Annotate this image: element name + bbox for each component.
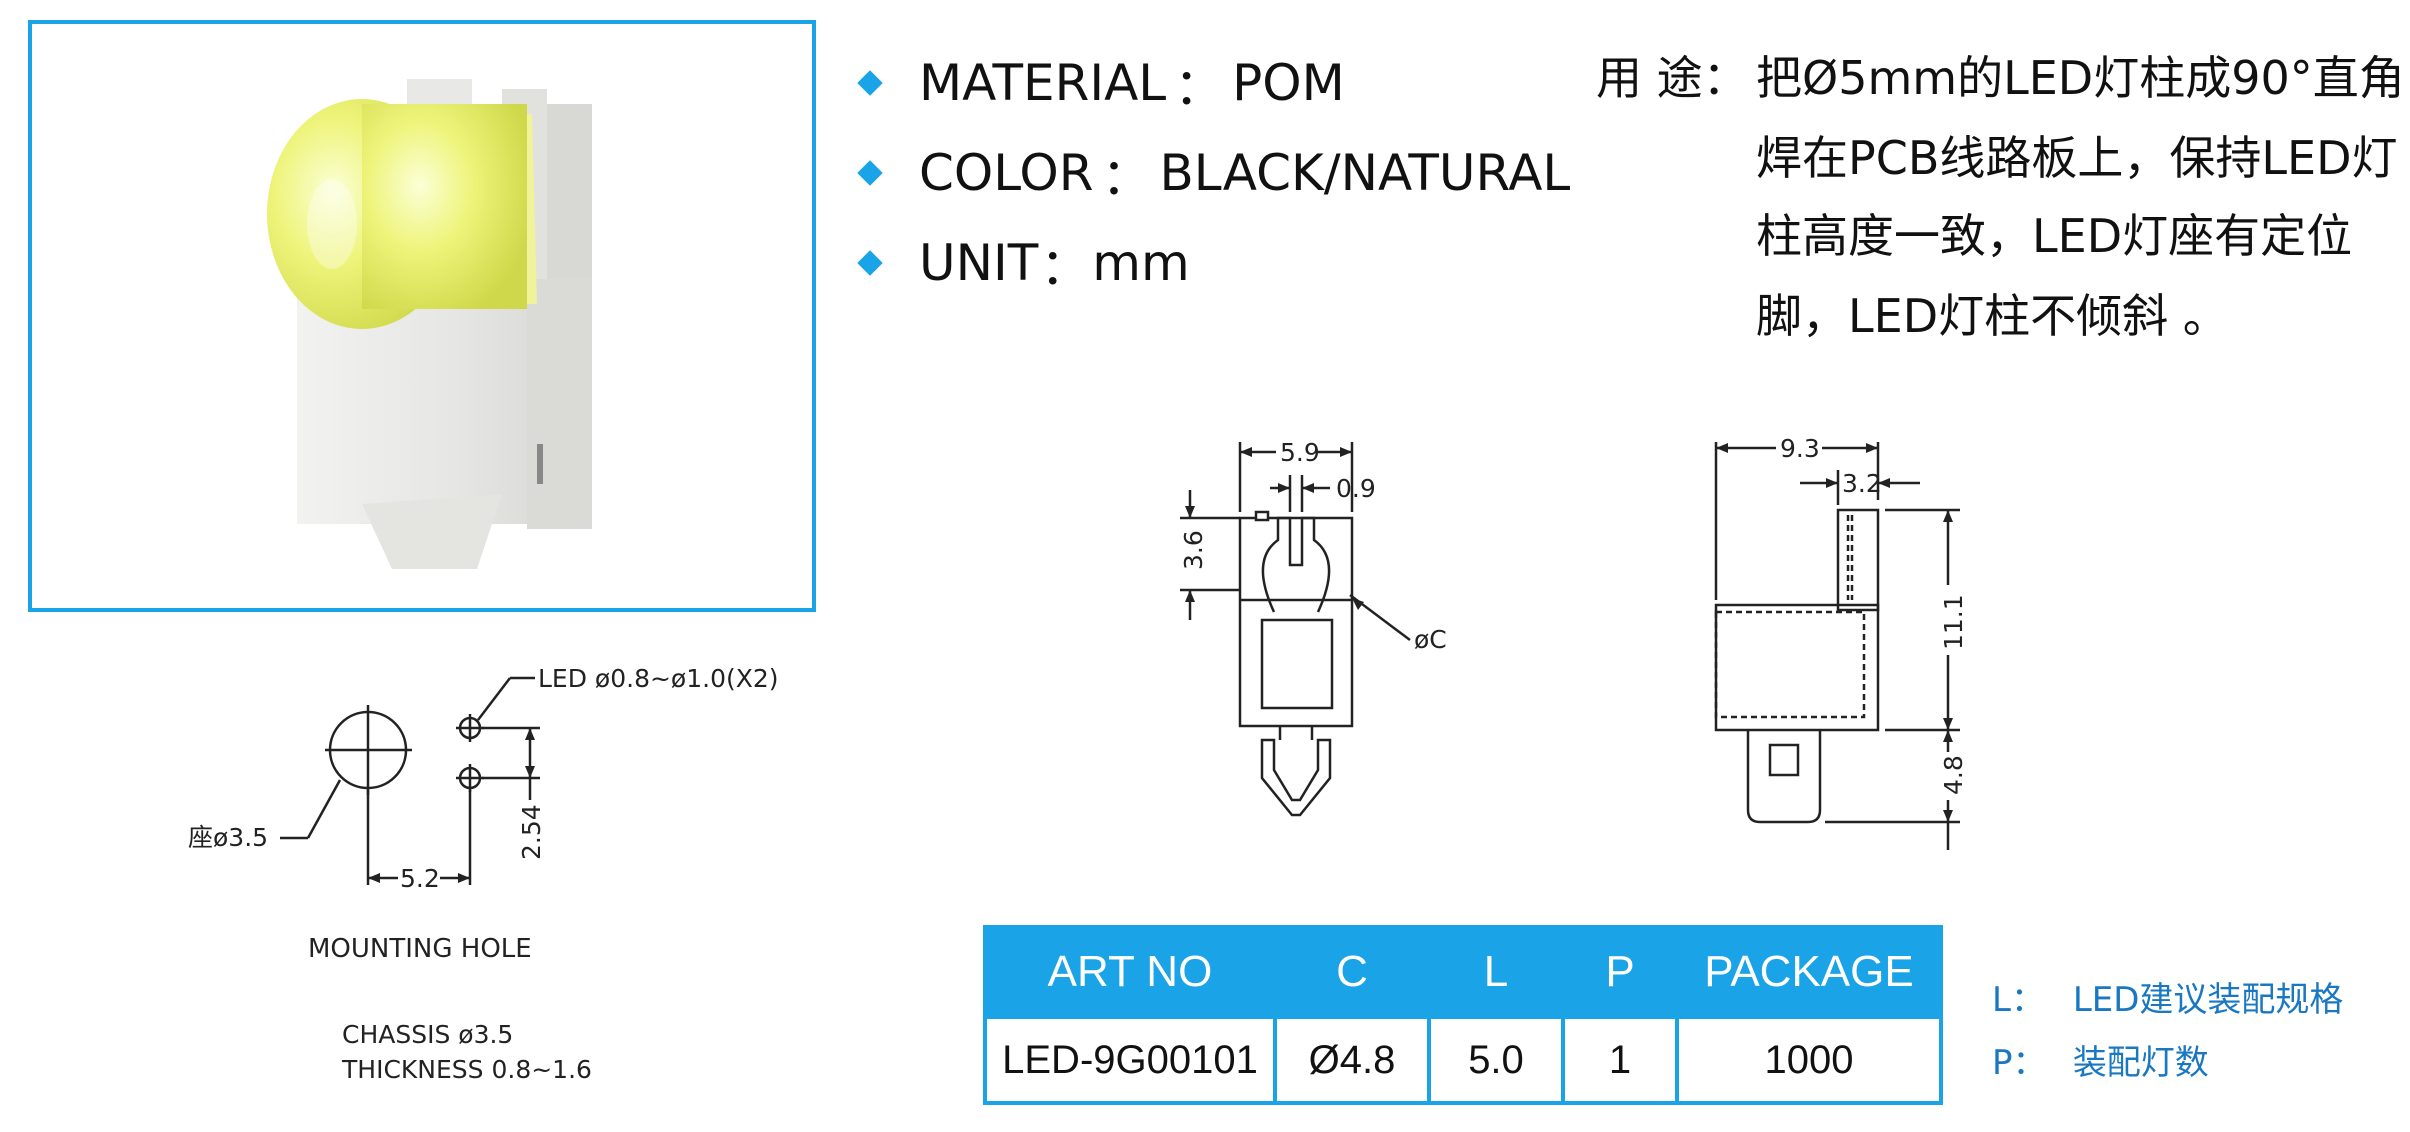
mounting-thickness: THICKNESS 0.8~1.6 [341, 1055, 592, 1084]
front-dim-slot: 0.9 [1336, 474, 1376, 503]
spec-unit: UNIT ： mm [855, 218, 1570, 308]
table-header-row: ART NO C L P PACKAGE [983, 925, 1943, 1019]
front-dim-width: 5.9 [1280, 438, 1320, 467]
table-row: LED-9G00101 Ø4.8 5.0 1 1000 [983, 1015, 1943, 1105]
cell-c: Ø4.8 [1273, 1015, 1431, 1105]
led-holder-illustration [267, 79, 592, 569]
spec-table: ART NO C L P PACKAGE LED-9G00101 Ø4.8 5.… [983, 925, 1943, 1105]
header-package: PACKAGE [1675, 925, 1943, 1019]
cell-package: 1000 [1675, 1015, 1943, 1105]
header-art-no: ART NO [983, 925, 1277, 1019]
front-dim-c: øC [1414, 625, 1447, 654]
header-c: C [1273, 925, 1431, 1019]
mounting-dim-pitch: 5.2 [400, 864, 440, 893]
spec-list: MATERIAL ： POM COLOR ： BLACK/NATURAL UNI… [855, 38, 1570, 308]
usage-line-4: 脚，LED灯柱不倾斜 。 [1756, 289, 2229, 343]
cell-l: 5.0 [1427, 1015, 1565, 1105]
front-view-drawing [1180, 442, 1411, 817]
spec-color: COLOR ： BLACK/NATURAL [855, 128, 1570, 218]
mounting-seat-label: 座ø3.5 [188, 823, 268, 852]
header-p: P [1561, 925, 1679, 1019]
usage-label: 用 途： [1596, 51, 1749, 105]
spec-material: MATERIAL ： POM [855, 38, 1570, 128]
side-dim-width: 9.3 [1780, 434, 1820, 463]
mounting-led-label: LED ø0.8~ø1.0(X2) [538, 664, 779, 693]
legend-l: L： LED建议装配规格 [1992, 980, 2344, 1020]
side-view-drawing [1714, 442, 1960, 850]
mounting-dim-spacing: 2.54 [517, 804, 546, 860]
front-dim-height: 3.6 [1179, 530, 1208, 570]
legend-p: P： 装配灯数 [1992, 1043, 2209, 1083]
mounting-hole-title: MOUNTING HOLE [308, 934, 532, 964]
cell-p: 1 [1561, 1015, 1679, 1105]
usage-line-3: 柱高度一致，LED灯座有定位 [1756, 209, 2353, 263]
dimension-arrows [368, 443, 1953, 883]
product-photo [28, 20, 816, 612]
header-l: L [1427, 925, 1565, 1019]
cell-art-no: LED-9G00101 [983, 1015, 1277, 1105]
side-dim-height: 11.1 [1939, 594, 1968, 650]
mounting-hole-drawing [280, 676, 540, 885]
usage-line-1: 把Ø5mm的LED灯柱成90°直角 [1756, 51, 2405, 105]
side-dim-pin: 4.8 [1939, 755, 1968, 795]
side-dim-offset: 3.2 [1842, 469, 1882, 498]
mounting-chassis: CHASSIS ø3.5 [342, 1020, 513, 1049]
usage-line-2: 焊在PCB线路板上，保持LED灯 [1756, 131, 2398, 185]
